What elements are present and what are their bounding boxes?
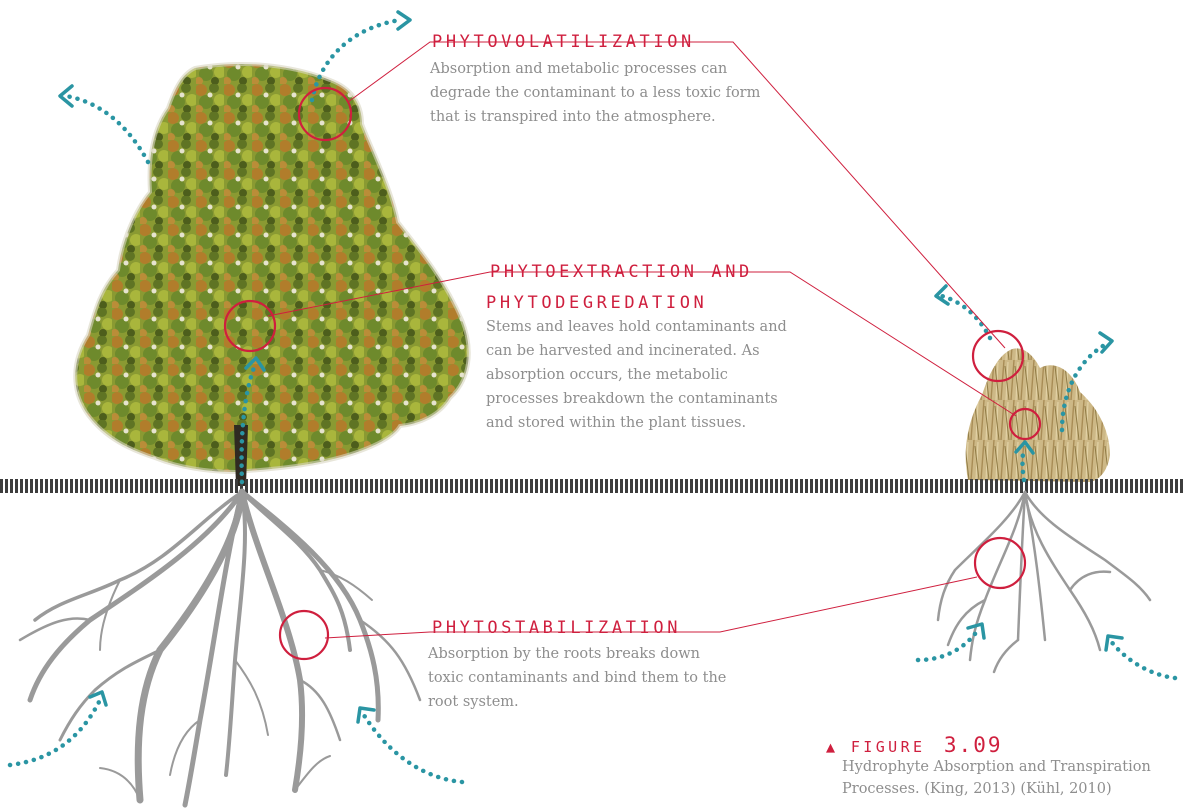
- figure-number: 3.09: [944, 733, 1003, 757]
- phytovolatilization-title: PHYTOVOLATILIZATION: [432, 32, 695, 52]
- phytostabilization-title: PHYTOSTABILIZATION: [432, 618, 681, 638]
- triangle-up-icon: ▲: [826, 738, 838, 756]
- phytoextraction-title-line1: PHYTOEXTRACTION AND: [490, 262, 753, 282]
- figure-word: FIGURE: [851, 738, 926, 756]
- tree-roots: [20, 492, 420, 805]
- ground-line: [0, 479, 1185, 493]
- grass-roots: [938, 492, 1150, 672]
- phytostabilization-description: Absorption by the roots breaks down toxi…: [428, 642, 733, 714]
- phytovolatilization-description: Absorption and metabolic processes can d…: [430, 57, 765, 129]
- phytoextraction-description: Stems and leaves hold contaminants and c…: [486, 315, 794, 435]
- phytoextraction-title-line2: PHYTODEGREDATION: [486, 293, 707, 313]
- tree-canopy: [75, 64, 469, 472]
- figure-caption: Hydrophyte Absorption and Transpiration …: [842, 756, 1177, 800]
- figure-label: ▲ FIGURE 3.09: [826, 733, 1002, 757]
